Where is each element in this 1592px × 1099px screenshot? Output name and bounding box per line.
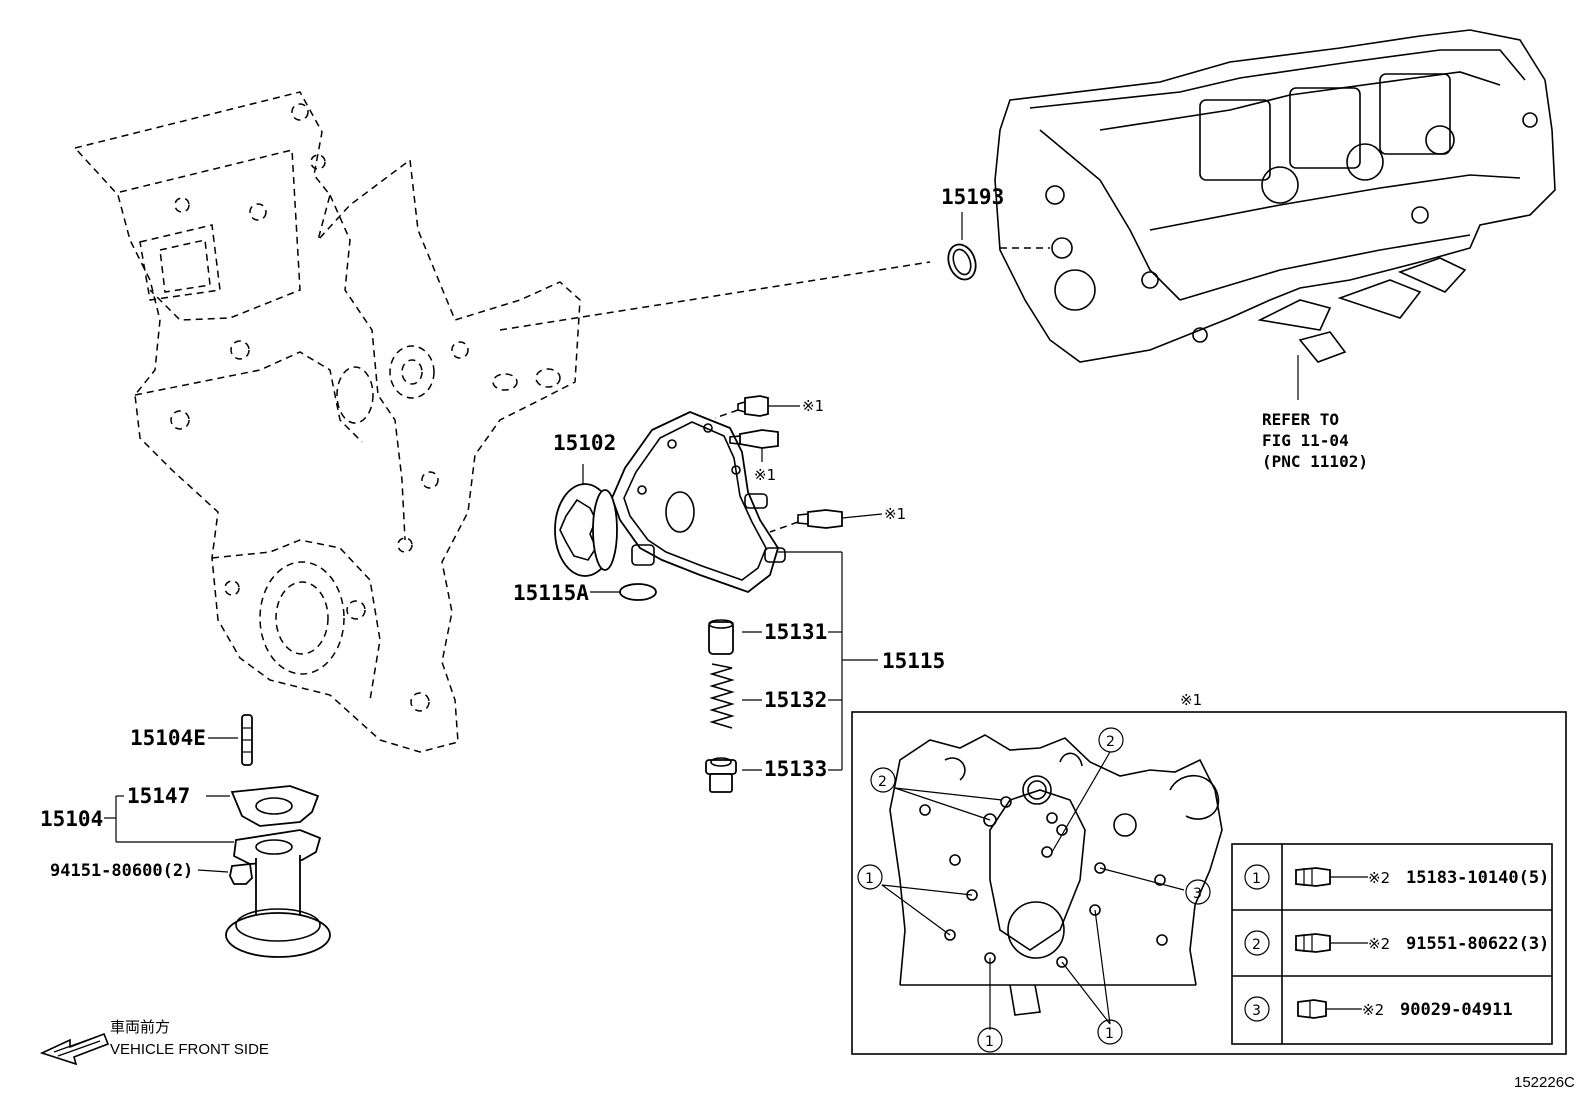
callout-circle <box>977 1027 1003 1053</box>
label-15133: 15133 <box>764 757 827 781</box>
refer-to-line3: (PNC 11102) <box>1262 452 1368 471</box>
label-15104: 15104 <box>40 807 103 831</box>
legend-row-mark: ※2 <box>1368 935 1390 953</box>
gasket-15147 <box>230 785 320 827</box>
relief-valve-15131 <box>708 619 762 655</box>
callout-circle-label: 1 <box>985 1034 994 1050</box>
cylinder-head <box>994 29 1556 400</box>
bolt-middle <box>729 429 779 462</box>
callout-circle <box>1098 727 1124 753</box>
label-15115: 15115 <box>882 649 945 673</box>
direction-label-japanese: 車両前方 <box>110 1018 170 1036</box>
spring-15132 <box>709 663 762 729</box>
detail-box-title: ※1 <box>1180 691 1202 709</box>
label-94151: 94151-80600(2) <box>50 861 193 881</box>
callout-circle <box>857 864 883 890</box>
front-arrow-icon <box>39 1032 110 1066</box>
label-15104e: 15104E <box>130 726 206 750</box>
detail-leader-lines <box>881 751 1185 1030</box>
bolt-94151 <box>197 863 253 885</box>
legend-row-number: 2 <box>1252 937 1261 953</box>
oil-pump-housing <box>611 411 786 594</box>
mark-bolt-upper: ※1 <box>802 397 824 415</box>
callout-circle-label: 1 <box>865 871 874 887</box>
o-ring-15115a <box>619 583 657 601</box>
detail-block-drawing <box>889 734 1223 1016</box>
figure-id: 152226C <box>1514 1074 1575 1091</box>
direction-label-english: VEHICLE FRONT SIDE <box>110 1041 269 1058</box>
callout-circle-label: 1 <box>1105 1026 1114 1042</box>
legend-row-part: 15183-10140(5) <box>1406 868 1549 888</box>
vehicle-front-direction: 車両前方 VEHICLE FRONT SIDE <box>39 1018 269 1066</box>
detail-legend-table: 1 ※2 15183-10140(5) 2 ※2 91551-80622(3) … <box>1231 843 1553 1045</box>
bolt-upper <box>714 395 800 419</box>
plug-15133 <box>705 757 762 793</box>
detail-callout-circles: 2 2 1 1 1 3 <box>857 727 1211 1053</box>
legend-row-mark: ※2 <box>1362 1001 1384 1019</box>
callout-circle-label: 3 <box>1193 886 1202 902</box>
callout-bracket-15104 <box>104 795 234 843</box>
legend-row-mark: ※2 <box>1368 869 1390 887</box>
label-15132: 15132 <box>764 688 827 712</box>
legend-row: 3 ※2 90029-04911 <box>1244 996 1513 1022</box>
callout-circle <box>1185 879 1211 905</box>
legend-row-number: 3 <box>1252 1003 1261 1019</box>
legend-row-part: 91551-80622(3) <box>1406 934 1549 954</box>
bolt-side <box>769 509 883 533</box>
label-15131: 15131 <box>764 620 827 644</box>
detail-box <box>851 711 1567 1055</box>
oil-pump-rotor-15102 <box>554 464 618 577</box>
callout-circle-label: 2 <box>878 774 887 790</box>
mark-bolt-side: ※1 <box>884 505 906 523</box>
legend-row: 1 ※2 15183-10140(5) <box>1244 864 1549 890</box>
timing-chain-cover <box>73 91 931 753</box>
label-15193: 15193 <box>941 185 1004 209</box>
label-15115a: 15115A <box>513 581 589 605</box>
legend-row-number: 1 <box>1252 871 1261 887</box>
callout-circle <box>870 767 896 793</box>
stud-15104e <box>208 714 253 766</box>
label-15147: 15147 <box>127 784 190 808</box>
oil-strainer-15104 <box>225 829 331 958</box>
refer-to-line1: REFER TO <box>1262 410 1339 429</box>
callout-circle <box>1097 1019 1123 1045</box>
callout-bracket-15115 <box>778 551 878 771</box>
label-15102: 15102 <box>553 431 616 455</box>
mark-bolt-middle: ※1 <box>754 466 776 484</box>
callout-circle-label: 2 <box>1106 734 1115 750</box>
refer-to-line2: FIG 11-04 <box>1262 431 1349 450</box>
o-ring-15193 <box>947 212 977 281</box>
legend-row-part: 90029-04911 <box>1400 1000 1513 1020</box>
legend-row: 2 ※2 91551-80622(3) <box>1244 930 1549 956</box>
